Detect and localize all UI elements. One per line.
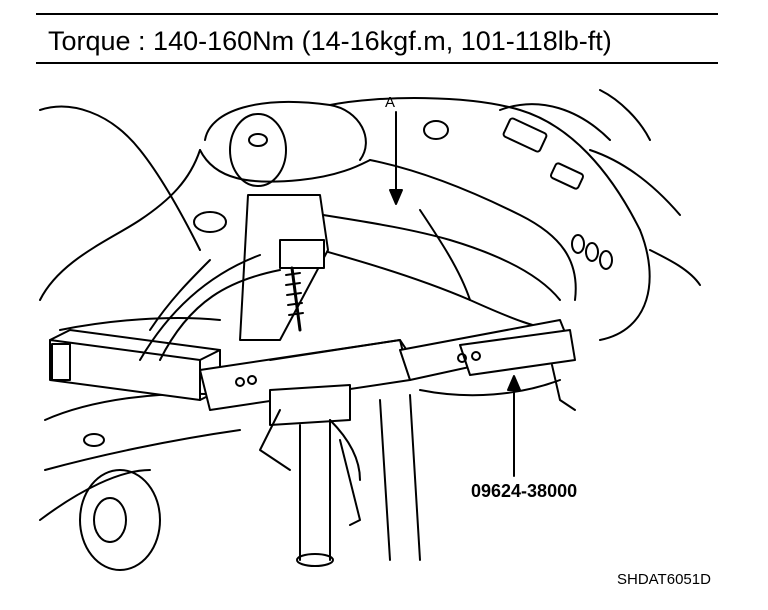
torque-specification: Torque : 140-160Nm (14-16kgf.m, 101-118l… xyxy=(48,26,612,56)
lower-left-wheel xyxy=(79,469,161,571)
part-number-leader xyxy=(507,375,521,477)
callout-a-label: A xyxy=(385,94,396,111)
top-rule xyxy=(36,13,718,15)
tool-part-number-label: 09624-38000 xyxy=(471,481,578,501)
body-mount-holes xyxy=(83,113,613,447)
header-bottom-rule xyxy=(36,62,718,64)
jack-column xyxy=(259,384,421,567)
callout-a-arrow xyxy=(389,111,403,205)
figure-code-label: SHDAT6051D xyxy=(617,571,711,588)
vehicle-underbody xyxy=(39,89,701,521)
support-tool-frame xyxy=(49,194,576,411)
